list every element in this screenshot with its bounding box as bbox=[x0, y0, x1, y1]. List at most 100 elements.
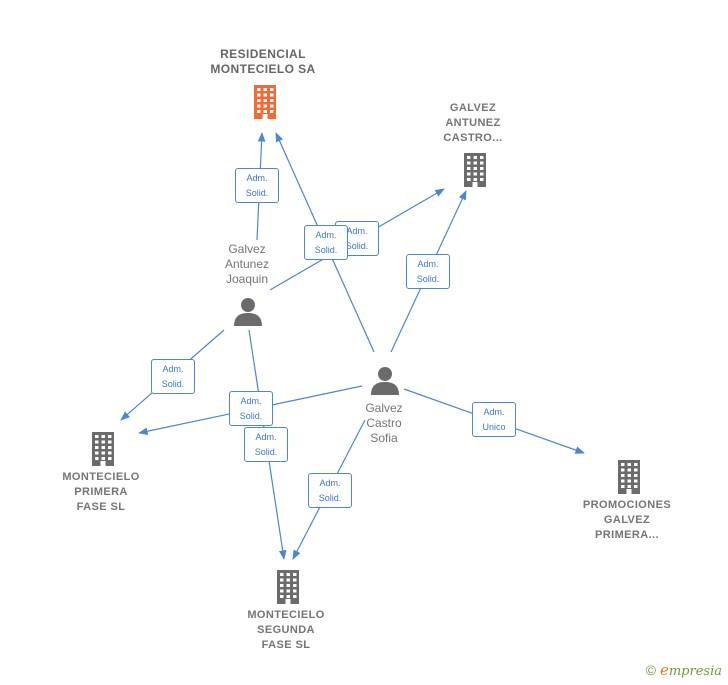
building-window bbox=[280, 584, 284, 587]
person-body bbox=[371, 382, 399, 395]
relation-badge-sofia-primera-fase[interactable]: Adm. Solid. bbox=[229, 391, 273, 426]
company-name-line: MONTECIELO SA bbox=[210, 62, 316, 76]
relation-badge-joaquin-segunda-fase[interactable]: Adm. Solid. bbox=[244, 427, 288, 462]
building-window bbox=[480, 172, 484, 176]
company-name-line: MONTECIELO bbox=[62, 471, 140, 483]
company-name-line: ANTUNEZ bbox=[445, 117, 501, 129]
relation-role-line: Adm. bbox=[162, 364, 184, 374]
building-window bbox=[95, 451, 99, 455]
company-name-line: GALVEZ bbox=[603, 514, 651, 526]
person-name-line: Galvez bbox=[228, 242, 266, 256]
relation-badge-sofia-promociones[interactable]: Adm. Unico bbox=[472, 402, 516, 437]
building-window bbox=[280, 573, 284, 576]
person-label-joaquin[interactable]: Galvez Antunez Joaquin bbox=[225, 242, 269, 287]
building-window bbox=[473, 172, 477, 176]
building-window bbox=[108, 451, 112, 455]
relation-badge-joaquin-primera-fase[interactable]: Adm. Solid. bbox=[151, 359, 195, 394]
relation-role-line: Adm. bbox=[417, 259, 439, 269]
building-window bbox=[480, 156, 484, 159]
building-window bbox=[621, 479, 625, 483]
person-head bbox=[241, 298, 255, 312]
relation-badge-sofia-segunda-fase[interactable]: Adm. Solid. bbox=[308, 473, 352, 508]
building-window bbox=[473, 156, 477, 159]
building-window bbox=[480, 178, 484, 181]
person-name-line: Antunez bbox=[224, 257, 270, 271]
building-window bbox=[101, 435, 105, 438]
company-name-line: PRIMERA... bbox=[595, 529, 659, 541]
building-window bbox=[627, 485, 631, 488]
building-window bbox=[621, 485, 625, 488]
person-body bbox=[234, 313, 262, 326]
company-name-line: RESIDENCIAL bbox=[220, 47, 306, 61]
building-window bbox=[101, 451, 105, 455]
person-name-line: Joaquin bbox=[225, 272, 269, 286]
building-window bbox=[280, 589, 284, 593]
relation-role-line: Solid. bbox=[245, 188, 269, 198]
brand-initial: e bbox=[659, 661, 669, 679]
building-window bbox=[634, 479, 638, 483]
relation-role-line: Adm. bbox=[319, 478, 341, 488]
brand-name: mpresia bbox=[668, 664, 722, 679]
person-label-sofia[interactable]: Galvez Castro Sofia bbox=[365, 401, 402, 446]
building-window bbox=[473, 178, 477, 181]
person-name-line: Galvez bbox=[365, 401, 403, 415]
building-window bbox=[627, 479, 631, 483]
building-window bbox=[627, 463, 631, 466]
building-window bbox=[101, 440, 105, 444]
relation-role-line: Adm. bbox=[315, 230, 337, 240]
person-head bbox=[378, 367, 392, 381]
building-window bbox=[280, 578, 284, 582]
building-window bbox=[293, 578, 297, 582]
building-window bbox=[263, 88, 267, 91]
building-window bbox=[108, 435, 112, 438]
building-window bbox=[621, 468, 625, 472]
company-label-residencial[interactable]: RESIDENCIAL MONTECIELO SA bbox=[210, 47, 315, 77]
building-window bbox=[101, 457, 105, 460]
relation-badge-sofia-galvez-antunez[interactable]: Adm. Solid. bbox=[406, 254, 450, 289]
person-icon[interactable] bbox=[370, 365, 400, 395]
building-window bbox=[467, 172, 471, 176]
building-window bbox=[293, 584, 297, 587]
building-window bbox=[286, 589, 290, 593]
copyright-icon: © bbox=[645, 662, 656, 678]
building-icon[interactable] bbox=[460, 151, 490, 187]
building-window bbox=[286, 573, 290, 576]
company-label-galvez-antunez[interactable]: GALVEZ ANTUNEZ CASTRO... bbox=[443, 101, 502, 146]
relation-badge-joaquin-residencial[interactable]: Adm. Solid. bbox=[235, 168, 279, 203]
building-window bbox=[286, 595, 290, 598]
building-window bbox=[293, 573, 297, 576]
building-icon[interactable] bbox=[273, 568, 303, 604]
building-icon[interactable] bbox=[88, 430, 118, 466]
building-window bbox=[634, 474, 638, 477]
company-name-line: GALVEZ bbox=[449, 102, 497, 114]
building-window bbox=[634, 468, 638, 472]
building-window bbox=[257, 93, 261, 97]
building-window bbox=[467, 156, 471, 159]
building-window bbox=[627, 468, 631, 472]
company-label-promociones[interactable]: PROMOCIONES GALVEZ PRIMERA... bbox=[583, 498, 671, 543]
building-window bbox=[467, 161, 471, 165]
relation-role-line: Solid. bbox=[239, 411, 263, 421]
building-window bbox=[270, 93, 274, 97]
relation-badge-sofia-residencial[interactable]: Adm. Solid. bbox=[304, 225, 348, 260]
company-name-line: PROMOCIONES bbox=[582, 499, 672, 511]
building-window bbox=[467, 167, 471, 170]
building-window bbox=[108, 457, 112, 460]
footer-brand[interactable]: © empresia bbox=[646, 661, 722, 679]
building-window bbox=[473, 161, 477, 165]
building-window bbox=[257, 99, 261, 102]
building-icon[interactable] bbox=[614, 458, 644, 494]
company-name-line: FASE SL bbox=[261, 639, 311, 651]
company-label-segunda-fase[interactable]: MONTECIELO SEGUNDA FASE SL bbox=[247, 608, 324, 653]
building-window bbox=[634, 463, 638, 466]
relation-role-line: Adm. bbox=[255, 432, 277, 442]
relation-role-line: Adm. bbox=[246, 173, 268, 183]
building-icon[interactable] bbox=[250, 83, 280, 119]
company-label-primera-fase[interactable]: MONTECIELO PRIMERA FASE SL bbox=[62, 470, 139, 515]
relation-role-line: Solid. bbox=[314, 245, 338, 255]
relation-role-line: Unico bbox=[482, 422, 506, 432]
brand-logo: empresia bbox=[660, 661, 722, 679]
building-window bbox=[627, 474, 631, 477]
person-icon[interactable] bbox=[233, 296, 263, 326]
